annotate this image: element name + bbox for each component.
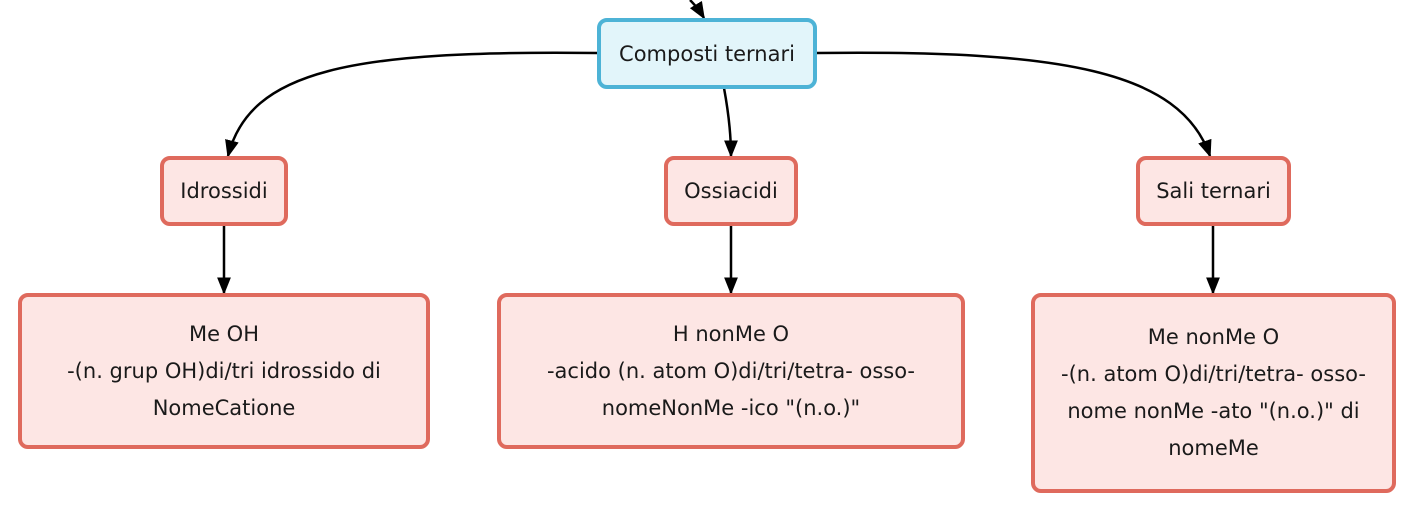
description-line: -(n. atom O)di/tri/tetra- osso- (1061, 362, 1366, 386)
category-node-idrossidi[interactable]: Idrossidi (160, 156, 288, 226)
incoming-connector (689, 0, 706, 20)
category-label-sali-ternari: Sali ternari (1156, 179, 1271, 203)
description-line: nomeMe (1168, 436, 1259, 460)
connector-root-to-sali-ternari (815, 51, 1212, 158)
description-line: H nonMe O (672, 321, 790, 346)
connector-root-to-idrossidi (225, 51, 599, 158)
category-label-idrossidi: Idrossidi (180, 179, 268, 203)
description-line: nomeNonMe -ico "(n.o.)" (601, 395, 861, 420)
description-line: -acido (n. atom O)di/tri/tetra- osso- (546, 358, 916, 383)
connector-root-to-ossiacidi (722, 87, 738, 158)
description-line: NomeCatione (152, 395, 296, 420)
root-node-label: Composti ternari (619, 41, 795, 66)
root-node-composti-ternari[interactable]: Composti ternari (597, 18, 817, 89)
category-node-sali-ternari[interactable]: Sali ternari (1136, 156, 1291, 226)
description-line: Me nonMe O (1147, 325, 1280, 349)
description-node-idrossidi[interactable]: Me OH -(n. grup OH)di/tri idrossido di N… (18, 293, 430, 449)
description-node-sali-ternari[interactable]: Me nonMe O -(n. atom O)di/tri/tetra- oss… (1031, 293, 1396, 493)
description-node-ossiacidi[interactable]: H nonMe O -acido (n. atom O)di/tri/tetra… (497, 293, 965, 449)
category-label-ossiacidi: Ossiacidi (684, 179, 778, 203)
category-node-ossiacidi[interactable]: Ossiacidi (664, 156, 798, 226)
description-line: -(n. grup OH)di/tri idrossido di (67, 358, 381, 383)
description-line: Me OH (188, 321, 260, 346)
description-line: nome nonMe -ato "(n.o.)" di (1067, 399, 1360, 423)
